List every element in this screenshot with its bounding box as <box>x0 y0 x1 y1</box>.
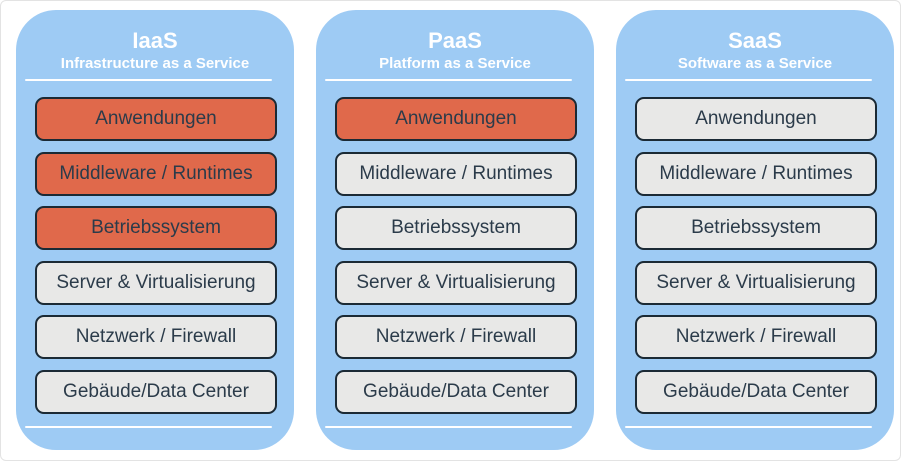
column-subtitle: Infrastructure as a Service <box>60 55 250 72</box>
iaas-layer-netzwerk-firewall: Netzwerk / Firewall <box>35 315 277 359</box>
paas-layer-server-virtualisierung: Server & Virtualisierung <box>335 260 577 305</box>
iaas-layer-middleware-runtimes: Middleware / Runtimes <box>35 151 277 196</box>
saas-layer-middleware-runtimes: Middleware / Runtimes <box>635 151 877 196</box>
saas-layer-netzwerk-firewall: Netzwerk / Firewall <box>635 315 877 359</box>
column-saas: SaaS Software as a Service Anwendungen M… <box>616 10 894 450</box>
header-divider <box>625 79 872 81</box>
layer-stack: Anwendungen Middleware / Runtimes Betrie… <box>335 97 577 414</box>
layer-stack: Anwendungen Middleware / Runtimes Betrie… <box>635 97 877 414</box>
column-subtitle: Software as a Service <box>677 55 833 72</box>
column-title: SaaS <box>728 28 782 53</box>
column-iaas: IaaS Infrastructure as a Service Anwendu… <box>16 10 294 450</box>
saas-layer-anwendungen: Anwendungen <box>635 97 877 141</box>
column-title: PaaS <box>428 28 482 53</box>
paas-layer-netzwerk-firewall: Netzwerk / Firewall <box>335 315 577 359</box>
saas-layer-server-virtualisierung: Server & Virtualisierung <box>635 260 877 305</box>
header-divider <box>25 79 272 81</box>
paas-layer-anwendungen: Anwendungen <box>335 97 577 141</box>
footer-divider <box>25 425 272 428</box>
iaas-layer-server-virtualisierung: Server & Virtualisierung <box>35 260 277 305</box>
saas-layer-betriebssystem: Betriebssystem <box>635 206 877 250</box>
iaas-layer-gebaeude-data-center: Gebäude/Data Center <box>35 369 277 414</box>
layer-stack: Anwendungen Middleware / Runtimes Betrie… <box>35 97 277 414</box>
iaas-layer-anwendungen: Anwendungen <box>35 97 277 141</box>
paas-layer-gebaeude-data-center: Gebäude/Data Center <box>335 369 577 414</box>
saas-layer-gebaeude-data-center: Gebäude/Data Center <box>635 369 877 414</box>
service-model-columns: IaaS Infrastructure as a Service Anwendu… <box>16 10 894 450</box>
column-title: IaaS <box>132 28 178 53</box>
column-paas: PaaS Platform as a Service Anwendungen M… <box>316 10 594 450</box>
header-divider <box>325 79 572 81</box>
footer-divider <box>325 425 572 428</box>
paas-layer-betriebssystem: Betriebssystem <box>335 206 577 250</box>
column-subtitle: Platform as a Service <box>379 55 531 72</box>
footer-divider <box>625 425 872 428</box>
paas-layer-middleware-runtimes: Middleware / Runtimes <box>335 151 577 196</box>
iaas-layer-betriebssystem: Betriebssystem <box>35 206 277 250</box>
